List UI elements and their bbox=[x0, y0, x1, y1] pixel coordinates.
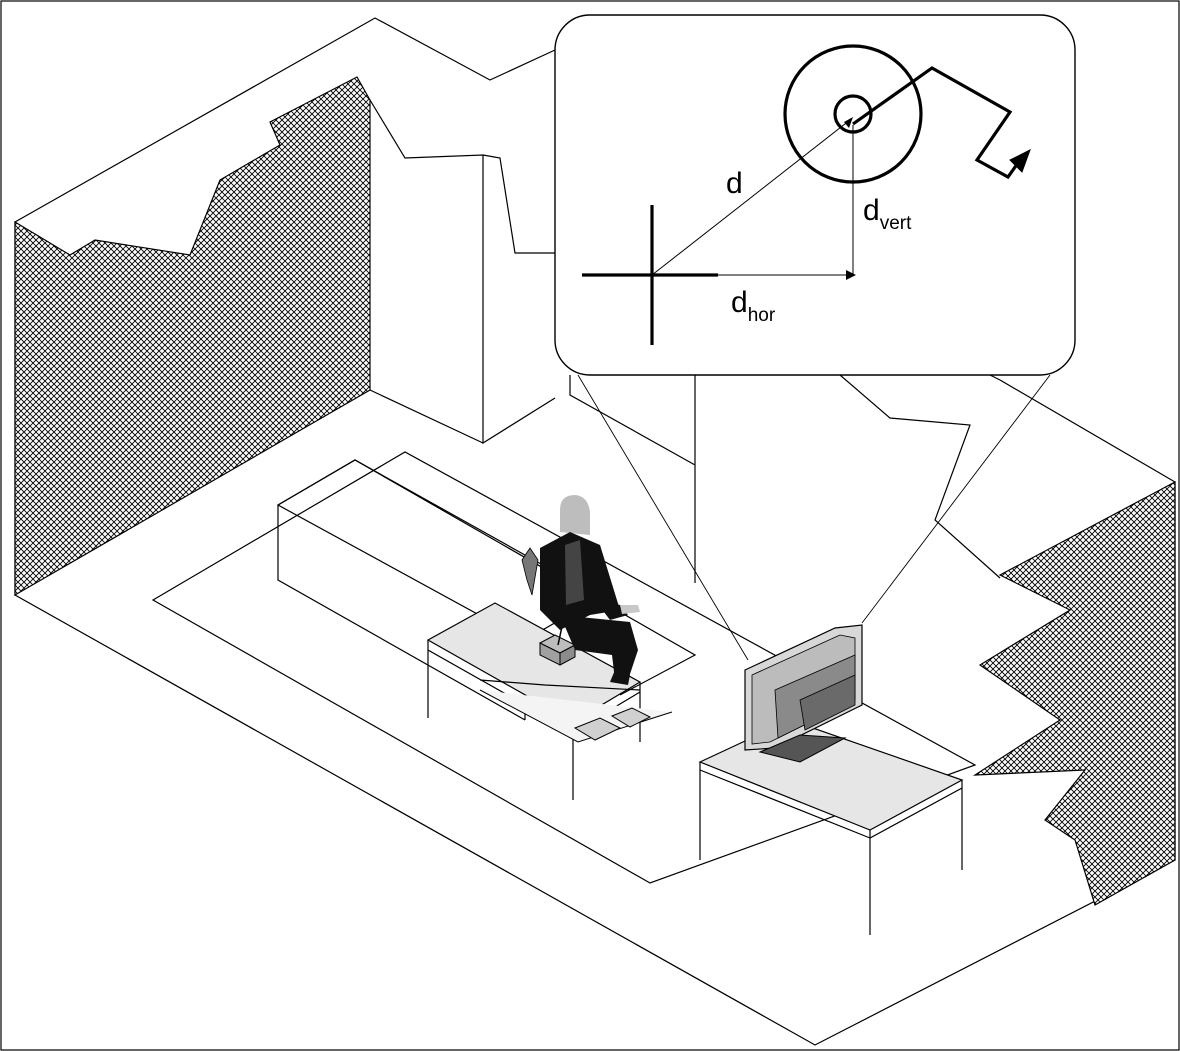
label-d-hor-sub: hor bbox=[748, 305, 776, 326]
label-d-vert-main: d bbox=[863, 194, 880, 227]
projection-lines bbox=[578, 375, 1050, 660]
label-d: d bbox=[726, 167, 743, 200]
right-wall-texture bbox=[975, 482, 1175, 905]
label-d-hor-main: d bbox=[731, 286, 748, 319]
left-wall-texture bbox=[15, 77, 370, 595]
label-d-vert-sub: vert bbox=[880, 213, 912, 234]
zoom-inset-panel bbox=[555, 15, 1075, 375]
back-wall-edge bbox=[370, 100, 555, 443]
